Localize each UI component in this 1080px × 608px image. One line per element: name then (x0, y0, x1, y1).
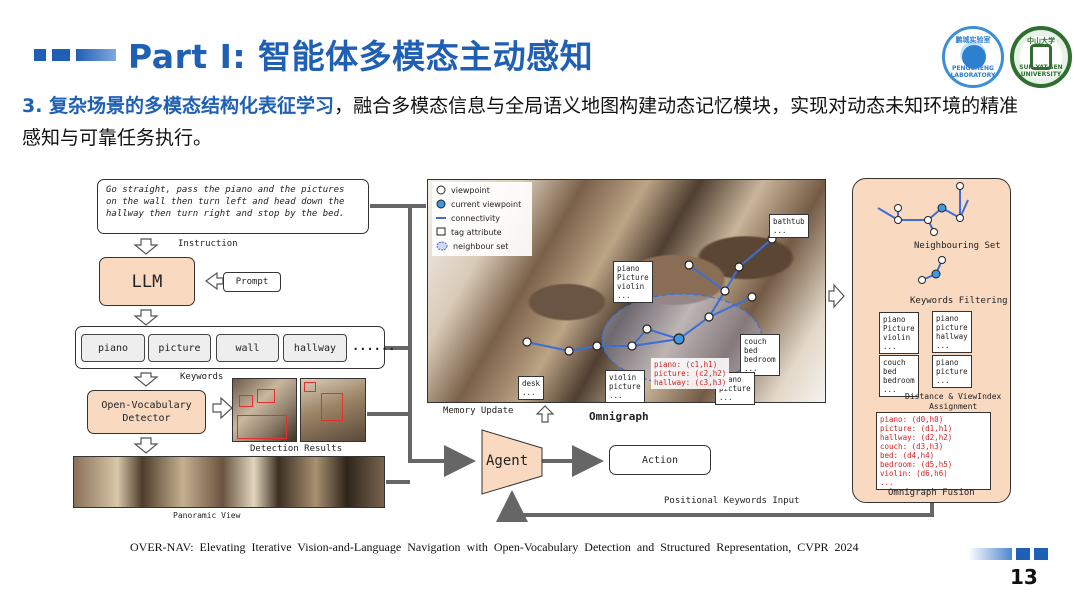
legend-neighbour-set: neighbour set (453, 241, 509, 251)
title-decoration (34, 49, 116, 61)
pengcheng-lab-logo: 鹏城实验室 PENGCHENG LABORATORY (942, 26, 1004, 88)
omni-tag-bathtub: bathtub ... (769, 214, 809, 238)
omni-tag-desk: desk ... (518, 376, 545, 400)
legend-tag-attribute: tag attribute (451, 227, 502, 237)
keyword-hallway: hallway (283, 334, 347, 362)
neighbouring-set-label: Neighbouring Set (914, 241, 1001, 251)
instruction-box: Go straight, pass the piano and the pict… (97, 179, 369, 234)
distance-assignment-label: Distance & ViewIndex Assignment (905, 392, 1002, 411)
filter-box-3: couch bed bedroom ... (879, 355, 919, 397)
keywords-row: piano picture wall hallway ...... (75, 326, 395, 369)
memory-update-label: Memory Update (443, 406, 514, 416)
detection-image-1 (232, 378, 297, 442)
filter-box-2: piano picture hallway ... (932, 311, 972, 353)
keywords-label: Keywords (180, 372, 224, 382)
page-decoration (968, 548, 1048, 560)
page-number: 13 (1010, 565, 1038, 589)
omnigraph-label: Omnigraph (589, 410, 649, 423)
page-title: Part I: 智能体多模态主动感知 (128, 37, 594, 76)
citation: OVER-NAV: Elevating Iterative Vision-and… (130, 540, 859, 554)
omni-tag-positions: piano: (c1,h1) picture: (c2,h2) hallway:… (651, 358, 730, 389)
agent-module (481, 429, 543, 495)
positional-keywords-label: Positional Keywords Input (664, 496, 800, 506)
omnigraph-fusion-label: Omnigraph Fusion (888, 488, 975, 498)
legend-viewpoint: viewpoint (451, 185, 490, 195)
legend-current-viewpoint: current viewpoint (451, 199, 522, 209)
omnigraph-legend: viewpoint current viewpoint connectivity… (432, 182, 532, 256)
keywords-filtering-label: Keywords Filtering (910, 296, 1008, 306)
sysu-logo: 中山大学 SUN YAT-SEN UNIVERSITY (1010, 26, 1072, 88)
neighbour-graphs (877, 182, 969, 284)
subtitle-highlight: 3. 复杂场景的多模态结构化表征学习 (22, 95, 335, 117)
subtitle: 3. 复杂场景的多模态结构化表征学习，融合多模态信息与全局语义地图构建动态记忆模… (22, 90, 1032, 154)
panoramic-view-image (73, 456, 385, 508)
keyword-piano: piano (81, 334, 145, 362)
instruction-label: Instruction (178, 239, 238, 249)
llm-module: LLM (99, 257, 195, 306)
detection-results-label: Detection Results (250, 444, 343, 454)
open-vocabulary-detector: Open-Vocabulary Detector (87, 390, 206, 434)
detection-image-2 (300, 378, 366, 442)
assignment-box: piano: (d0,h0) picture: (d1,h1) hallway:… (876, 412, 991, 490)
omni-tag-piano: piano Picture violin ... (613, 261, 653, 303)
keyword-picture: picture (148, 334, 211, 362)
keyword-wall: wall (216, 334, 279, 362)
omni-tag-violin: violin picture ... (605, 370, 645, 403)
panoramic-view-label: Panoramic View (173, 511, 241, 520)
omni-tag-couch: couch bed bedroom ... (740, 334, 780, 376)
action-box: Action (609, 445, 711, 475)
keywords-more: ...... (352, 339, 396, 353)
filter-box-1: piano Picture violin ... (879, 312, 919, 354)
subtitle-text: ，融合多模态信息与全局语义地图构建动态记忆模块，实现对动态未知环境的精准感知与可… (22, 95, 1019, 149)
agent-label: Agent (486, 453, 529, 469)
prompt-box: Prompt (223, 272, 281, 292)
filter-box-4: piano picture ... (932, 355, 972, 388)
legend-connectivity: connectivity (451, 213, 500, 223)
